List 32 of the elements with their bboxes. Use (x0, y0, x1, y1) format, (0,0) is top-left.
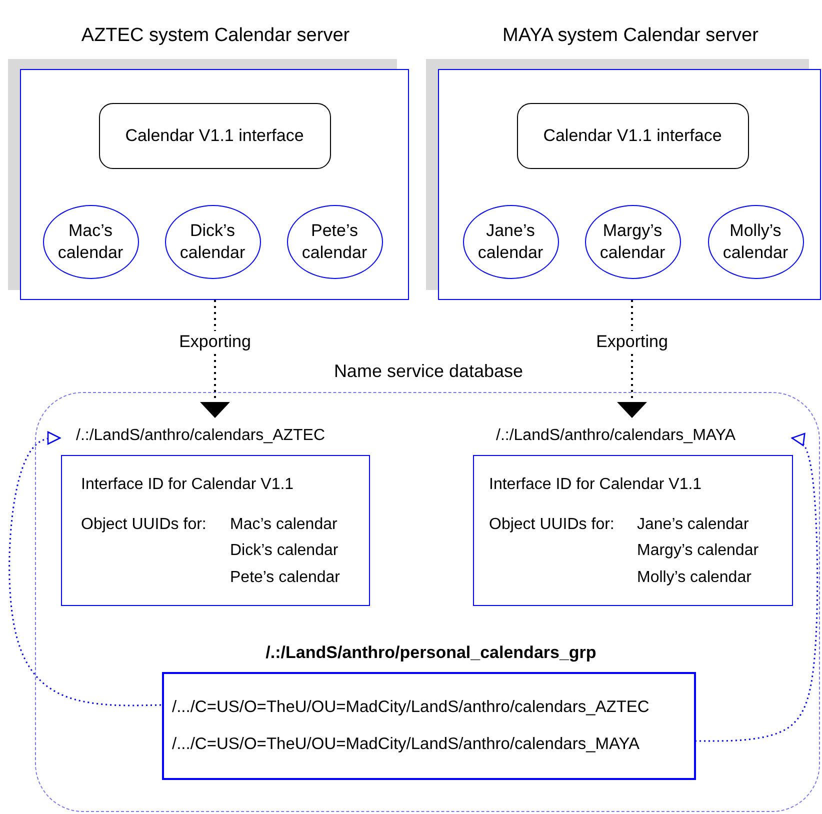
region-title: Name service database (332, 360, 524, 383)
server-title: AZTEC system Calendar server (80, 24, 351, 48)
server-title: MAYA system Calendar server (502, 24, 760, 48)
interface-id-text: Interface ID for Calendar V1.1 (81, 475, 294, 495)
member-path: /.../C=US/O=TheU/OU=MadCity/LandS/anthro/calendars_AZTEC (172, 697, 650, 718)
member-path: /.../C=US/O=TheU/OU=MadCity/LandS/anthro/calendars_MAYA (172, 734, 640, 755)
uuid-item: Dick’s calendar (230, 541, 338, 561)
uuid-item: Molly’s calendar (637, 568, 752, 588)
dotted-arrow (8, 431, 162, 706)
entry-path: /.:/LandS/anthro/calendars_MAYA (496, 426, 736, 446)
uuid-item: Jane’s calendar (637, 515, 749, 535)
calendar-label: Molly’s calendar (722, 220, 790, 264)
calendar-label: Jane’s calendar (476, 220, 544, 264)
calendar-label: Mac’s calendar (56, 220, 124, 264)
interface-box (517, 103, 749, 169)
interface-box (99, 103, 331, 169)
dotted-arrow (695, 432, 818, 742)
uuid-item: Margy’s calendar (637, 541, 759, 561)
calendar-label: Pete’s calendar (300, 220, 368, 264)
group-path: /.:/LandS/anthro/personal_calendars_grp (264, 642, 598, 664)
uuid-heading: Object UUIDs for: (81, 515, 206, 535)
calendar-label: Margy’s calendar (598, 220, 666, 264)
interface-label: Calendar V1.1 interface (124, 124, 305, 146)
uuid-heading: Object UUIDs for: (489, 515, 614, 535)
entry-path: /.:/LandS/anthro/calendars_AZTEC (76, 426, 326, 446)
interface-label: Calendar V1.1 interface (542, 124, 723, 146)
dotted-arrow (200, 300, 230, 418)
uuid-item: Mac’s calendar (230, 515, 338, 535)
uuid-item: Pete’s calendar (230, 568, 340, 588)
interface-id-text: Interface ID for Calendar V1.1 (489, 475, 702, 495)
dotted-arrow (617, 300, 647, 418)
calendar-label: Dick’s calendar (178, 220, 246, 264)
